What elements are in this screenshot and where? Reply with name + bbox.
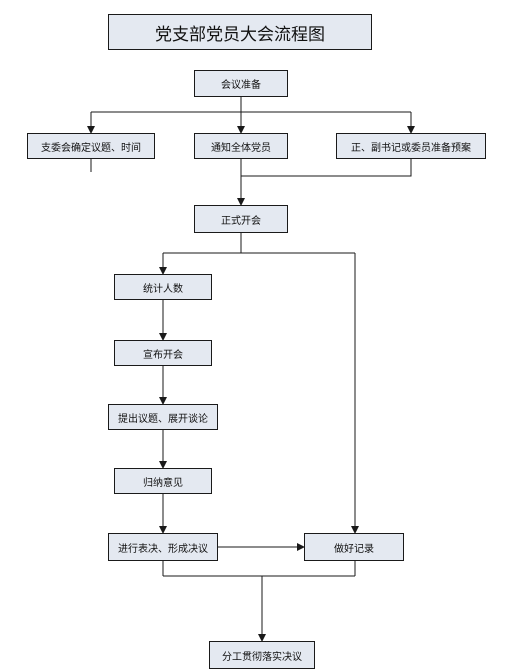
node-notify: 通知全体党员	[194, 133, 288, 159]
node-secretary-plan: 正、副书记或委员准备预案	[336, 133, 486, 159]
node-count: 统计人数	[114, 274, 212, 300]
node-vote: 进行表决、形成决议	[108, 533, 218, 561]
node-open: 正式开会	[194, 205, 288, 233]
node-announce: 宣布开会	[114, 340, 212, 366]
node-prepare: 会议准备	[194, 70, 288, 97]
node-propose: 提出议题、展开谈论	[108, 404, 218, 430]
connector-secretary-plan-merge	[241, 159, 412, 177]
node-record: 做好记录	[304, 533, 404, 561]
node-summarize: 归纳意见	[114, 468, 212, 494]
node-implement: 分工贯彻落实决议	[209, 641, 315, 669]
node-branch-topic: 支委会确定议题、时间	[27, 133, 155, 159]
diagram-title: 党支部党员大会流程图	[108, 14, 372, 50]
